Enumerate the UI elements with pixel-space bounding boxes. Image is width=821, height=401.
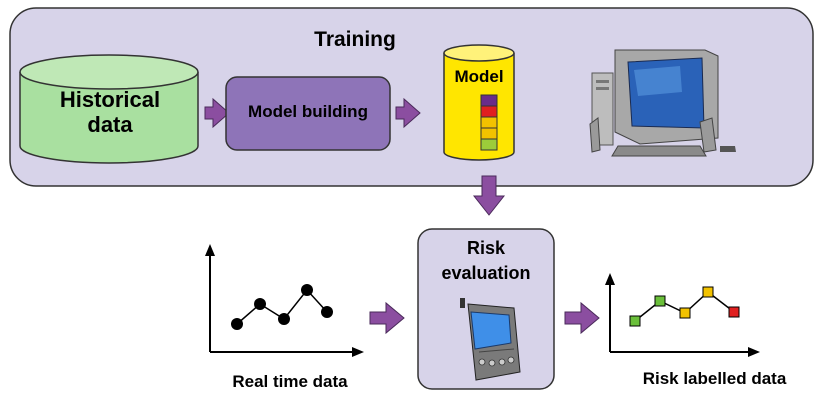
training-title: Training [314, 28, 396, 51]
realtime-point [321, 306, 333, 318]
historical-data-label: Historical data [25, 87, 195, 138]
historical-data-line2: data [87, 112, 133, 138]
risk-evaluation-line2: evaluation [441, 262, 531, 283]
computer-icon [589, 49, 736, 157]
realtime-point [231, 318, 243, 330]
risk-evaluation-label: Risk evaluation [418, 238, 554, 283]
risk-labelled-data-label: Risk labelled data [642, 369, 787, 388]
arrow-building-to-model [395, 97, 421, 129]
model-label: Model [454, 67, 504, 86]
model-building-box [225, 76, 391, 151]
labelled-point [679, 307, 691, 319]
historical-data-line1: Historical [59, 87, 161, 112]
real-time-data-label: Real time data [232, 372, 348, 391]
realtime-point [301, 284, 313, 296]
risk-evaluation-line1: Risk [466, 238, 506, 258]
model-risk-bar [480, 94, 498, 151]
model-building-label: Model building [248, 102, 368, 121]
labelled-point [629, 315, 641, 327]
model-cylinder [443, 44, 515, 161]
labelled-point [728, 306, 740, 318]
historical-data-cylinder [19, 54, 199, 164]
arrow-risk-to-labelled [564, 301, 600, 335]
realtime-axes [205, 244, 364, 357]
labelled-point [654, 295, 666, 307]
labelled-point [702, 286, 714, 298]
arrow-model-to-risk [472, 175, 506, 216]
realtime-point [278, 313, 290, 325]
pda-icon [460, 298, 521, 381]
arrow-historical-to-building [204, 97, 230, 129]
arrow-realtime-to-risk [369, 301, 405, 335]
labelled-axes [605, 273, 760, 357]
realtime-point [254, 298, 266, 310]
